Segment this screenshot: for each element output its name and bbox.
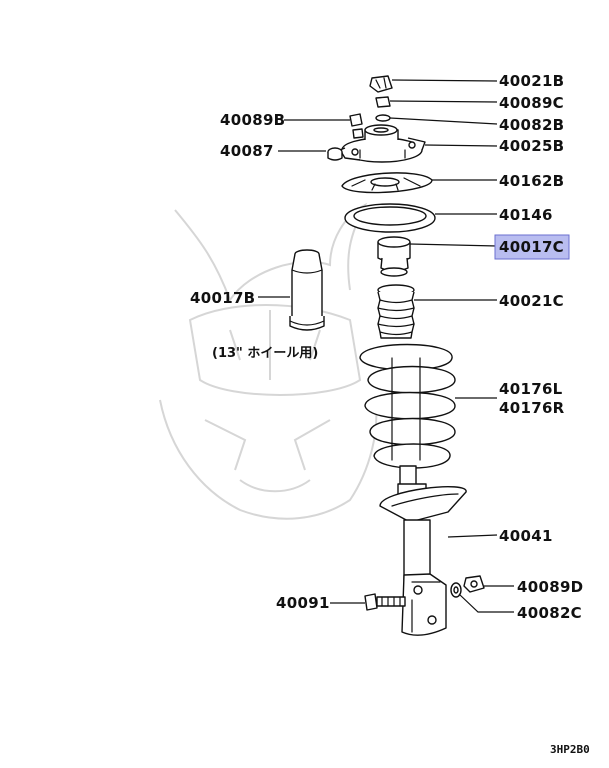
insulator-40146 [344,203,436,233]
bolt-40091 [364,593,406,611]
shock-absorber-40041 [379,465,467,636]
label-40082c[interactable]: 40082C [517,604,582,622]
label-40025b[interactable]: 40025B [499,137,564,155]
strut-mount-40025b [339,124,426,163]
highlight-40017c [494,234,570,260]
label-40087[interactable]: 40087 [220,142,274,160]
washer-40082c [450,582,462,598]
bellows-40021c [377,284,415,339]
boot-40017b [289,249,325,331]
label-40017c[interactable]: 40017C [499,238,564,256]
label-40021b[interactable]: 40021B [499,72,564,90]
label-40089d[interactable]: 40089D [517,578,583,596]
label-40041[interactable]: 40041 [499,527,553,545]
coil-spring-40176 [359,343,456,469]
label-40082b[interactable]: 40082B [499,116,564,134]
watermark-helmet [159,202,378,520]
label-40021c[interactable]: 40021C [499,292,564,310]
bump-stop-40017c [377,236,411,277]
label-40091[interactable]: 40091 [276,594,330,612]
label-40089c[interactable]: 40089C [499,94,564,112]
label-40176r[interactable]: 40176R [499,399,565,417]
diagram-code: 3HP2B0 [550,743,590,756]
cap-40087 [327,147,343,161]
label-40162b[interactable]: 40162B [499,172,564,190]
label-40146[interactable]: 40146 [499,206,553,224]
note-13in-wheel: (13" ホイール用) [212,346,318,361]
nut-40021b [369,75,393,93]
label-40017b[interactable]: 40017B [190,289,255,307]
label-40089b[interactable]: 40089B [220,111,285,129]
leader-lines [258,79,514,613]
nut-40089d [463,575,485,593]
washer-40082b [375,114,391,122]
nut-40089b [349,113,364,139]
label-40176l[interactable]: 40176L [499,380,563,398]
spring-seat-40162b [341,172,433,194]
washer-40089c [375,96,391,108]
